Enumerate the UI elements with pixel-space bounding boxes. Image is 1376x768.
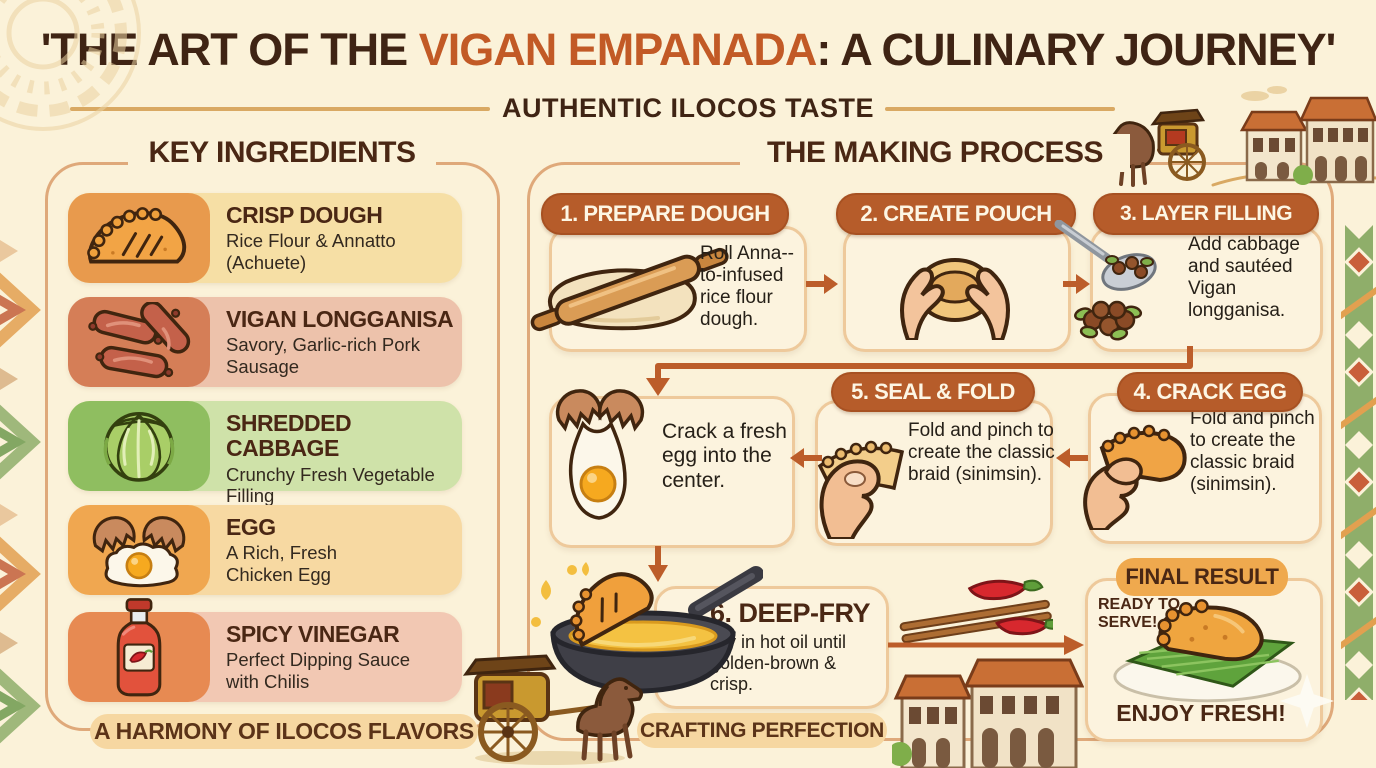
vinegar-bottle-icon — [116, 598, 162, 697]
kalesa-carriage-icon — [462, 654, 643, 765]
ingredient-desc: A Rich, Fresh Chicken Egg — [226, 542, 338, 585]
ikat-pattern-left — [0, 240, 42, 768]
ingredient-row-vinegar: SPICY VINEGAR Perfect Dipping Sauce with… — [68, 598, 462, 702]
subtitle-divider-right — [885, 107, 1115, 111]
step4-box — [1088, 393, 1322, 544]
step3-pill: 3. LAYER FILLING — [1093, 193, 1319, 235]
sausages-icon — [88, 302, 191, 379]
arrow-step1-step2-icon — [806, 274, 838, 294]
mandala-ornament-icon — [0, 0, 141, 131]
pinch-fold-hand-icon — [817, 440, 905, 539]
empanada-icon — [87, 207, 187, 264]
connector-step3-down-icon — [646, 346, 1193, 396]
enjoy-fresh-label: ENJOY FRESH! — [1116, 700, 1286, 726]
arrow-step5-eggbox-icon — [790, 448, 822, 468]
ingredient-name: CRISP DOUGH — [226, 202, 383, 228]
step1-text: Roll Anna--to-infused rice flour dough. — [700, 243, 794, 331]
ingredient-desc: Rice Flour & Annatto (Achuete) — [226, 230, 396, 273]
ingredient-desc: Savory, Garlic-rich Pork Sausage — [226, 334, 420, 377]
ingredient-name: EGG — [226, 514, 276, 540]
ingredient-name: SPICY VINEGAR — [226, 621, 400, 647]
ingredient-name: VIGAN LONGGANISA — [226, 306, 454, 332]
ingredient-name: SHREDDED CABBAGE — [226, 410, 352, 462]
ingredient-tile — [68, 297, 210, 387]
step6-heading: 6. DEEP-FRY — [710, 598, 871, 628]
step2-pill: 2. CREATE POUCH — [836, 193, 1076, 235]
hands-shaping-pouch-icon — [900, 258, 1010, 340]
step5-text: Fold and pinch to create the classic bra… — [908, 420, 1055, 486]
sparkle-icon — [1279, 673, 1335, 729]
step5-pill: 5. SEAL & FOLD — [831, 372, 1035, 412]
arrow-step4-step5-icon — [1056, 448, 1088, 468]
title-prefix: 'THE ART OF THE — [40, 24, 419, 75]
page-title: 'THE ART OF THE VIGAN EMPANADA: A CULINA… — [0, 24, 1376, 76]
ready-to-serve-label: READY TO SERVE! — [1098, 596, 1181, 631]
ingredient-row-cabbage: SHREDDED CABBAGE Crunchy Fresh Vegetable… — [68, 401, 462, 506]
arrow-deepfry-final-icon — [888, 635, 1084, 655]
step4-text: Fold and pinch to create the classic bra… — [1190, 408, 1315, 496]
ikat-pattern-right — [1341, 225, 1376, 700]
key-ingredients-heading: KEY INGREDIENTS — [128, 134, 436, 172]
arrow-step2-step3-icon — [1063, 274, 1090, 294]
title-suffix: : A CULINARY JOURNEY' — [816, 24, 1336, 75]
ingredient-row-crisp-dough: CRISP DOUGH Rice Flour & Annatto (Achuet… — [68, 193, 462, 283]
step1-pill: 1. PREPARE DOUGH — [541, 193, 789, 235]
crack-egg-yolk-icon — [555, 389, 645, 520]
subtitle: AUTHENTIC ILOCOS TASTE — [502, 93, 874, 123]
ingredient-tile — [68, 598, 210, 702]
ingredient-desc: Perfect Dipping Sauce with Chilis — [226, 649, 411, 692]
ingredient-desc: Crunchy Fresh Vegetable Filling — [226, 463, 435, 506]
title-highlight: VIGAN EMPANADA — [418, 24, 818, 75]
step6-text: Fry in hot oil until golden-brown & cris… — [710, 632, 847, 694]
ingredient-tile — [68, 193, 210, 283]
hand-folded-empanada-icon — [1083, 424, 1187, 530]
ingredients-footer-pill: A HARMONY OF ILOCOS FLAVORS — [90, 714, 478, 749]
subtitle-divider-left — [70, 107, 490, 111]
colonial-houses-icon — [892, 658, 1084, 768]
ingredient-row-longganisa: VIGAN LONGGANISA Savory, Garlic-rich Por… — [68, 297, 462, 387]
final-result-pill: FINAL RESULT — [1116, 558, 1288, 596]
ingredient-tile — [68, 401, 210, 491]
egg-step-text: Crack a fresh egg into the center. — [662, 420, 787, 492]
cracked-egg-icon — [92, 516, 186, 588]
arrow-eggbox-deepfry-icon — [648, 546, 668, 582]
step3-text: Add cabbage and sautéed Vigan longganisa… — [1188, 234, 1300, 322]
frying-pan-icon — [531, 562, 763, 694]
rolling-pin-dough-icon — [530, 247, 729, 332]
making-process-heading: THE MAKING PROCESS — [740, 134, 1130, 172]
plated-empanada-icon — [1113, 599, 1302, 703]
chilis-chopsticks-icon — [899, 579, 1053, 644]
process-footer-pill: CRAFTING PERFECTION — [637, 713, 887, 748]
vigan-street-scene-icon — [1095, 86, 1376, 187]
ingredient-row-egg: EGG A Rich, Fresh Chicken Egg — [68, 505, 462, 595]
cabbage-icon — [103, 412, 175, 482]
spoon-filling-icon — [1054, 220, 1157, 341]
step4-pill: 4. CRACK EGG — [1117, 372, 1303, 412]
ingredient-tile — [68, 505, 210, 595]
